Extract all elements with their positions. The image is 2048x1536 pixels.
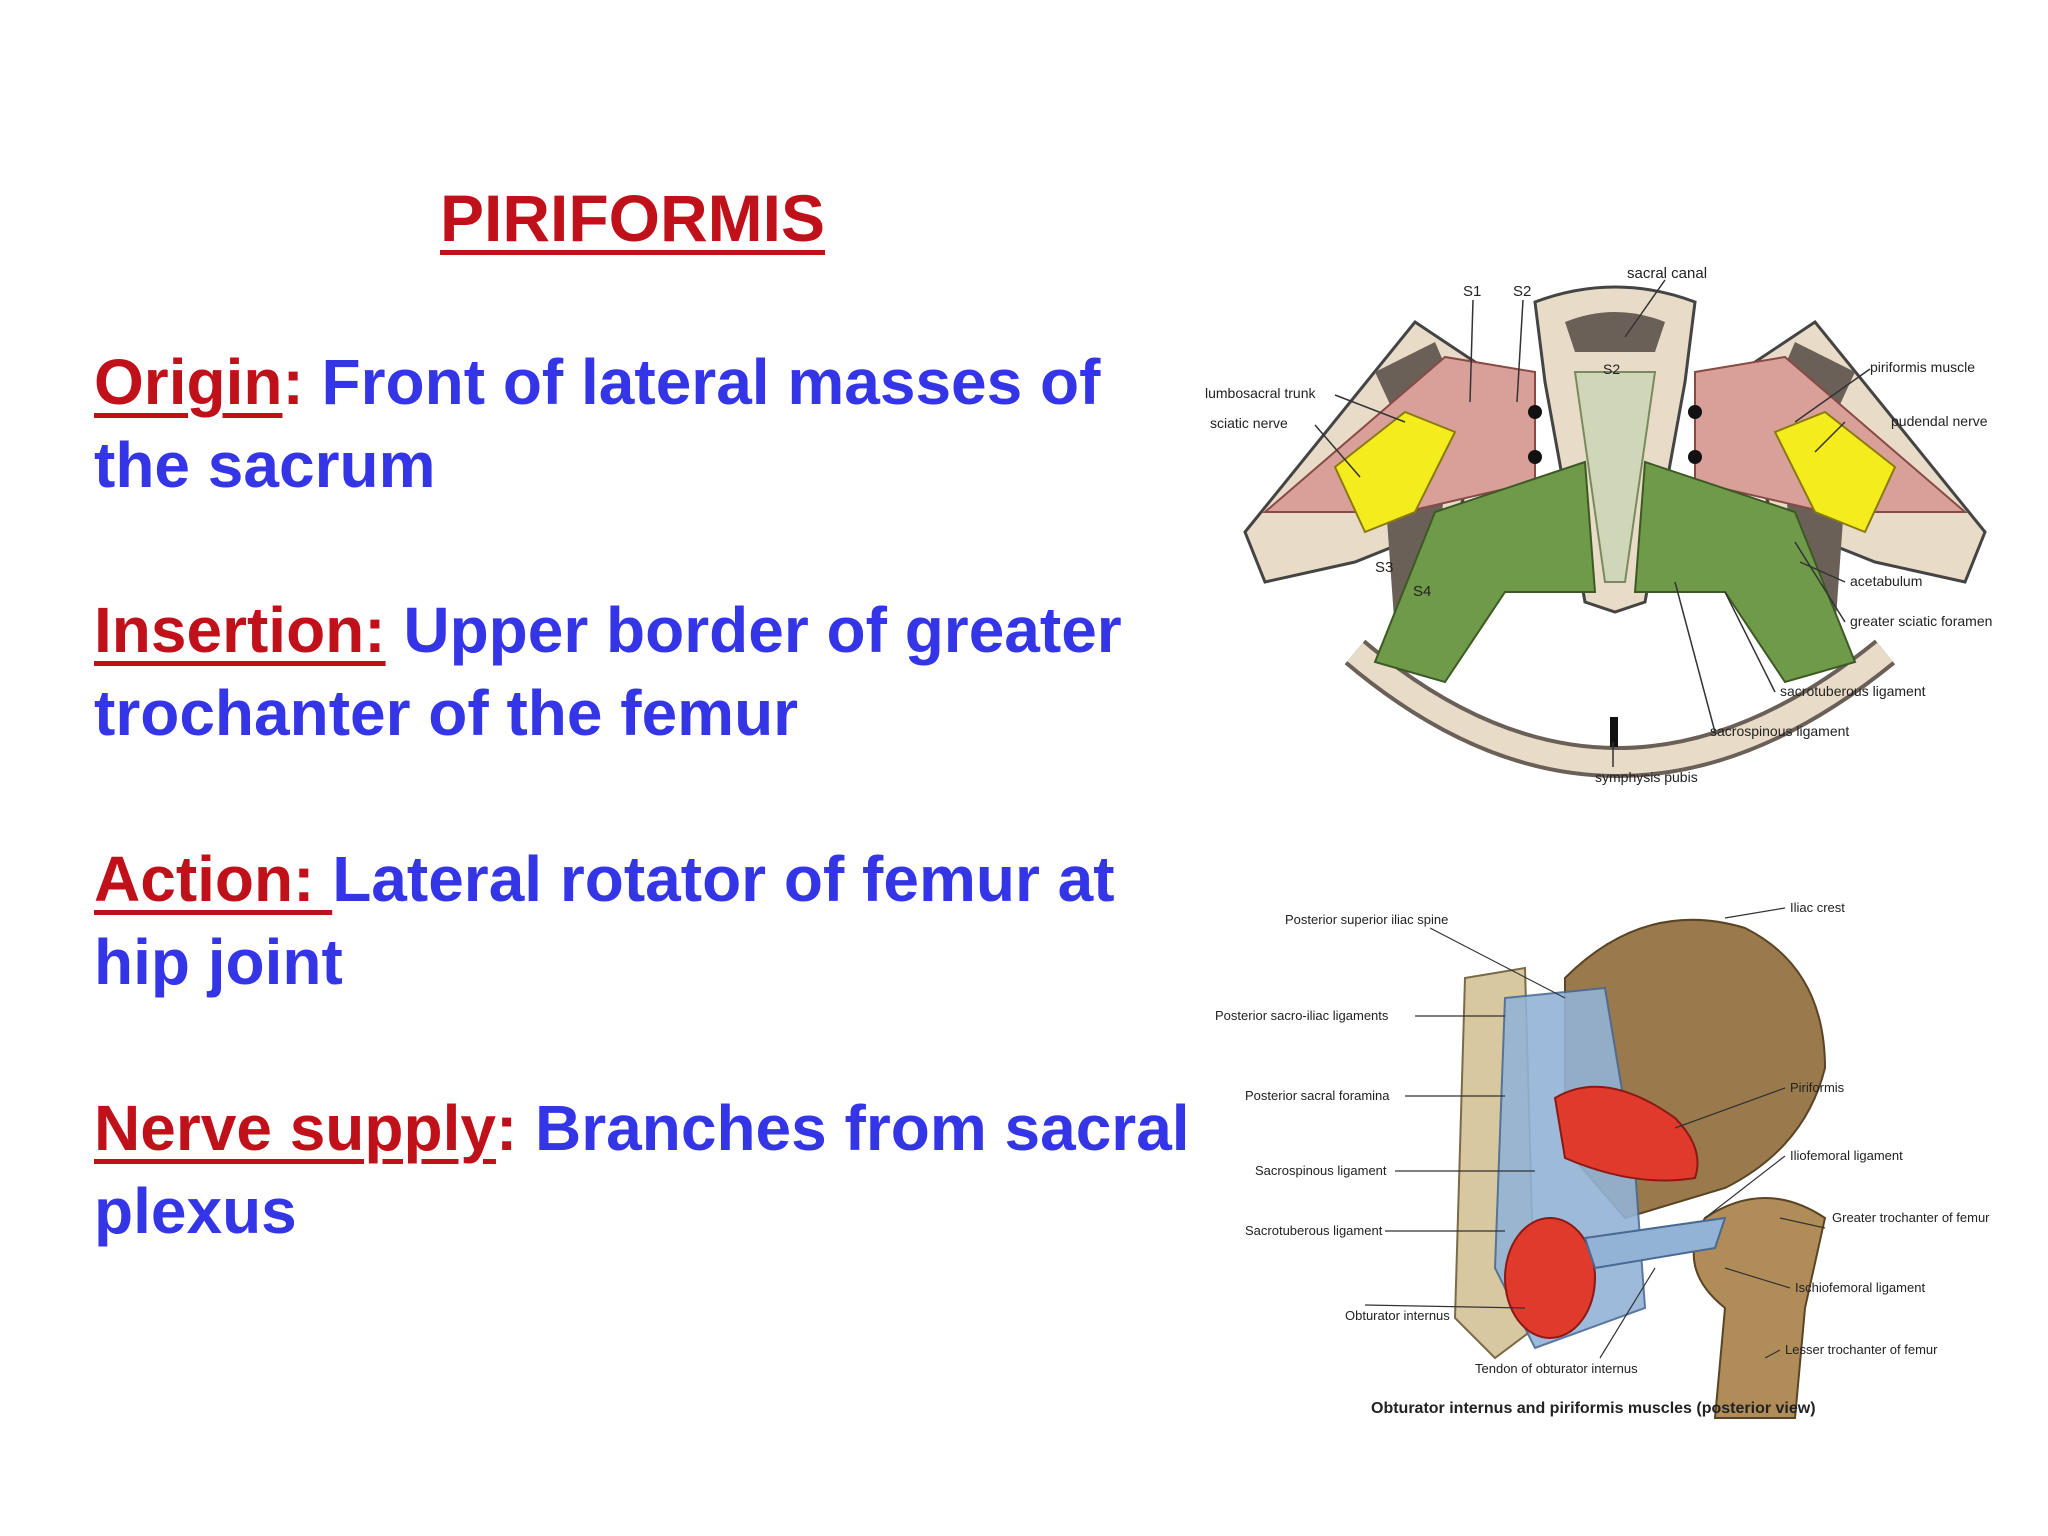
label-greater-sciatic-foramen: greater sciatic foramen bbox=[1850, 613, 1992, 629]
origin-label: Origin bbox=[94, 346, 283, 418]
label-obturator-internus: Obturator internus bbox=[1345, 1308, 1450, 1323]
label-acetabulum: acetabulum bbox=[1850, 573, 1922, 589]
label-sciatic-nerve: sciatic nerve bbox=[1210, 415, 1288, 431]
origin-section: Origin: Front of lateral masses of the s… bbox=[94, 341, 1214, 507]
label-piriformis-muscle: piriformis muscle bbox=[1870, 359, 1975, 375]
label-sacrospinous-ligament-2: Sacrospinous ligament bbox=[1255, 1163, 1387, 1178]
action-label: Action: bbox=[94, 843, 333, 915]
label-ischiofemoral-ligament: Ischiofemoral ligament bbox=[1795, 1280, 1925, 1295]
label-posterior-sacral-foramina: Posterior sacral foramina bbox=[1245, 1088, 1390, 1103]
right-sacral-plexus-nerve bbox=[1773, 410, 1897, 534]
label-posterior-superior-iliac-spine: Posterior superior iliac spine bbox=[1285, 912, 1448, 927]
insertion-text: Upper border of greater trochanter of th… bbox=[94, 594, 1122, 749]
hip-posterior-view-figure: Iliac crest Posterior superior iliac spi… bbox=[1215, 900, 1990, 1419]
label-piriformis: Piriformis bbox=[1790, 1080, 1845, 1095]
origin-colon: : bbox=[282, 346, 304, 418]
piriformis-muscle bbox=[1553, 1085, 1699, 1182]
label-lesser-trochanter: Lesser trochanter of femur bbox=[1785, 1342, 1938, 1357]
insertion-label: Insertion: bbox=[94, 594, 386, 666]
nerve-supply-text: Branches from sacral plexus bbox=[94, 1092, 1190, 1247]
label-symphysis-pubis: symphysis pubis bbox=[1595, 769, 1698, 785]
nerve-supply-section: Nerve supply: Branches from sacral plexu… bbox=[94, 1087, 1214, 1253]
label-lumbosacral-trunk: lumbosacral trunk bbox=[1205, 385, 1316, 401]
label-iliofemoral-ligament: Iliofemoral ligament bbox=[1790, 1148, 1903, 1163]
label-s2-bone: S2 bbox=[1603, 361, 1620, 377]
label-s3: S3 bbox=[1375, 559, 1393, 576]
nerve-supply-colon: : bbox=[495, 1092, 518, 1164]
label-s1: S1 bbox=[1463, 283, 1481, 300]
obturator-internus-muscle bbox=[1504, 1217, 1596, 1339]
label-greater-trochanter: Greater trochanter of femur bbox=[1832, 1210, 1990, 1225]
label-iliac-crest: Iliac crest bbox=[1790, 900, 1845, 915]
label-sacral-canal: sacral canal bbox=[1627, 265, 1707, 282]
action-text: Lateral rotator of femur at hip joint bbox=[94, 843, 1115, 998]
label-sacrospinous-ligament: sacrospinous ligament bbox=[1710, 723, 1849, 739]
nerve-supply-label: Nerve supply bbox=[94, 1092, 496, 1164]
origin-text: Front of lateral masses of the sacrum bbox=[94, 346, 1101, 501]
iliofemoral-ligament bbox=[1583, 1216, 1727, 1270]
label-sacrotuberous-ligament-2: Sacrotuberous ligament bbox=[1245, 1223, 1383, 1238]
label-tendon-obturator-internus: Tendon of obturator internus bbox=[1475, 1361, 1638, 1376]
figure-caption: Obturator internus and piriformis muscle… bbox=[1371, 1400, 1816, 1417]
action-section: Action: Lateral rotator of femur at hip … bbox=[94, 838, 1214, 1004]
sacral-canal-shape bbox=[1565, 312, 1665, 352]
insertion-section: Insertion: Upper border of greater troch… bbox=[94, 589, 1214, 755]
left-sacral-plexus-nerve bbox=[1333, 410, 1457, 534]
page-title: PIRIFORMIS bbox=[440, 181, 826, 255]
label-posterior-sacro-iliac-ligaments: Posterior sacro-iliac ligaments bbox=[1215, 1008, 1389, 1023]
symphysis-mark bbox=[1610, 717, 1618, 747]
femur-bone bbox=[1692, 1197, 1827, 1419]
label-s2: S2 bbox=[1513, 283, 1531, 300]
left-ligaments bbox=[1373, 460, 1597, 684]
pelvis-superior-view-figure: S1 S2 S2 S3 S4 sacral canal lumbosacral … bbox=[1205, 265, 1992, 785]
label-s4: S4 bbox=[1413, 583, 1431, 600]
label-pudendal-nerve: pudendal nerve bbox=[1891, 413, 1988, 429]
label-sacrotuberous-ligament: sacrotuberous ligament bbox=[1780, 683, 1926, 699]
right-ligaments bbox=[1633, 460, 1857, 684]
